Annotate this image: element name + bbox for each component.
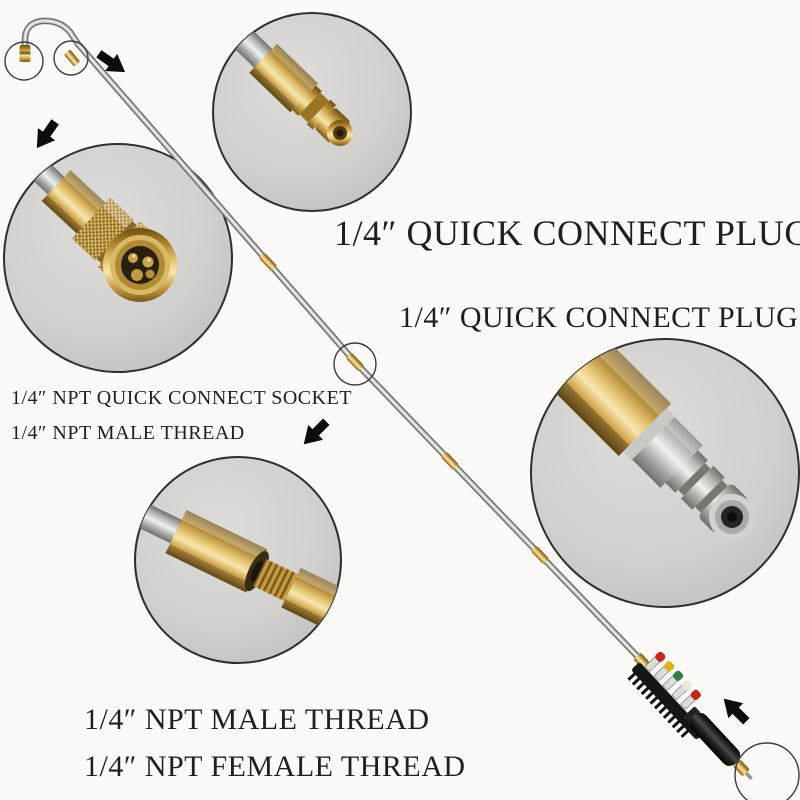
label-npt-female-thread: 1/4″ NPT FEMALE THREAD [84,750,466,783]
arrow-up-left-icon [716,691,754,729]
spray-nozzle [662,670,684,691]
spray-nozzle [653,661,675,682]
arrow-down-left-icon [28,115,64,155]
rod-coupler [441,452,459,470]
label-quick-connect-plug-top: 1/4″ QUICK CONNECT PLUG [334,213,800,253]
extension-wand-rod [19,17,641,660]
spray-nozzle [671,680,693,701]
npt-coupling-photo [135,493,341,645]
nozzle-rail-teeth [627,672,692,741]
highlight-circle-mid-coupler [333,342,377,386]
callout-circle-quick-connect-plug-top [212,12,412,212]
grip-collar [683,706,700,723]
rod-coupler [64,50,80,66]
callout-circle-npt-coupling [134,456,342,664]
nozzle-tip-red [655,651,666,662]
nozzle-holder-assembly [627,651,753,781]
nozzle-tip-white [681,680,693,691]
nozzle-tip-red-2 [690,689,701,700]
callout-circle-quick-connect-socket [3,143,233,373]
arrow-down-left-icon [296,414,334,452]
highlight-circle-coupler [53,40,89,76]
rod-coupler [259,253,277,271]
rod-coupler [531,546,549,564]
callout-circle-quick-connect-plug-right [530,338,800,608]
label-npt-quick-connect-socket: 1/4″ NPT QUICK CONNECT SOCKET [11,387,353,409]
inlet-pin [744,771,753,781]
label-npt-male-thread-left: 1/4″ NPT MALE THREAD [11,422,245,444]
highlight-circle-inlet [734,742,800,800]
highlight-circle-nozzle-tip [4,41,44,81]
nozzle-tip-yellow [664,661,675,672]
nozzle-tip-green [672,670,684,681]
spray-nozzle [644,651,666,672]
label-npt-male-thread-bottom: 1/4″ NPT MALE THREAD [84,703,430,736]
spray-nozzle [680,689,701,710]
label-quick-connect-plug-right: 1/4″ QUICK CONNECT PLUG [399,301,799,334]
rod-coupler [634,653,649,669]
wand-grip [689,712,741,766]
rod-coupler [346,353,364,371]
